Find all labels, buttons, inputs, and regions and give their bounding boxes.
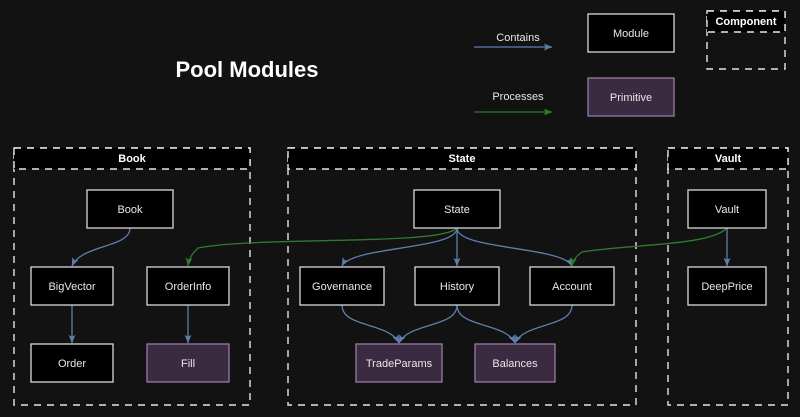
- page-title: Pool Modules: [176, 57, 319, 82]
- node-deepprice[interactable]: DeepPrice: [687, 266, 767, 306]
- node-governance[interactable]: Governance: [299, 266, 385, 306]
- cluster-header: [667, 147, 789, 170]
- node-box[interactable]: [30, 266, 114, 306]
- edge-history-to-balances: [456, 304, 516, 344]
- cluster-title: Book: [118, 153, 146, 165]
- cluster-header: [13, 147, 251, 170]
- legend-component-label: Component: [715, 16, 776, 28]
- edge-state-to-governance: [341, 227, 458, 267]
- node-label: Order: [58, 358, 86, 370]
- node-box[interactable]: [86, 189, 174, 229]
- legend-component-header: [706, 10, 786, 33]
- node-box[interactable]: [30, 343, 114, 383]
- node-box[interactable]: [687, 266, 767, 306]
- node-label: Vault: [715, 204, 739, 216]
- node-box[interactable]: [529, 266, 615, 306]
- node-orderinfo[interactable]: OrderInfo: [146, 266, 230, 306]
- cluster-title: Vault: [715, 153, 742, 165]
- edge-history-to-tradeparams: [398, 304, 458, 344]
- node-account[interactable]: Account: [529, 266, 615, 306]
- legend-contains-label: Contains: [496, 32, 540, 44]
- edge-governance-to-tradeparams: [341, 304, 400, 344]
- node-balances[interactable]: Balances: [474, 343, 556, 383]
- cluster-boundary: [667, 147, 789, 406]
- node-label: DeepPrice: [701, 281, 752, 293]
- edge-account-to-balances: [514, 304, 573, 344]
- node-history[interactable]: History: [414, 266, 500, 306]
- legend-primitive-label: Primitive: [610, 92, 652, 104]
- node-tradeparams[interactable]: TradeParams: [355, 343, 443, 383]
- edge-vault-to-account: [569, 227, 728, 267]
- node-label: TradeParams: [366, 358, 433, 370]
- legend-module-box: [587, 13, 675, 53]
- node-order[interactable]: Order: [30, 343, 114, 383]
- node-box[interactable]: [355, 343, 443, 383]
- node-box[interactable]: [414, 266, 500, 306]
- edge-state-to-orderinfo: [185, 227, 458, 267]
- node-box[interactable]: [146, 266, 230, 306]
- cluster-header: [287, 147, 637, 170]
- node-vault[interactable]: Vault: [687, 189, 767, 229]
- cluster-state: State: [287, 147, 637, 406]
- node-box[interactable]: [413, 189, 501, 229]
- legend-module-label: Module: [613, 28, 649, 40]
- node-book[interactable]: Book: [86, 189, 174, 229]
- node-label: Fill: [181, 358, 195, 370]
- edge-state-to-account: [456, 227, 573, 267]
- legend: Contains Processes Module Primitive Comp…: [474, 10, 786, 117]
- node-label: History: [440, 281, 475, 293]
- node-label: Balances: [492, 358, 538, 370]
- node-label: Governance: [312, 281, 372, 293]
- node-label: Account: [552, 281, 592, 293]
- node-label: OrderInfo: [165, 281, 211, 293]
- node-fill[interactable]: Fill: [146, 343, 230, 383]
- node-box[interactable]: [474, 343, 556, 383]
- node-label: BigVector: [48, 281, 95, 293]
- legend-processes-label: Processes: [492, 91, 544, 103]
- legend-primitive-box: [587, 77, 675, 117]
- edges-layer: [68, 227, 731, 344]
- cluster-vault: Vault: [667, 147, 789, 406]
- node-box[interactable]: [299, 266, 385, 306]
- node-state[interactable]: State: [413, 189, 501, 229]
- node-label: State: [444, 204, 470, 216]
- node-label: Book: [117, 204, 143, 216]
- cluster-book: Book: [13, 147, 251, 406]
- node-box[interactable]: [146, 343, 230, 383]
- node-box[interactable]: [687, 189, 767, 229]
- node-bigvector[interactable]: BigVector: [30, 266, 114, 306]
- cluster-title: State: [449, 153, 476, 165]
- edge-book-to-bigvector: [71, 227, 131, 267]
